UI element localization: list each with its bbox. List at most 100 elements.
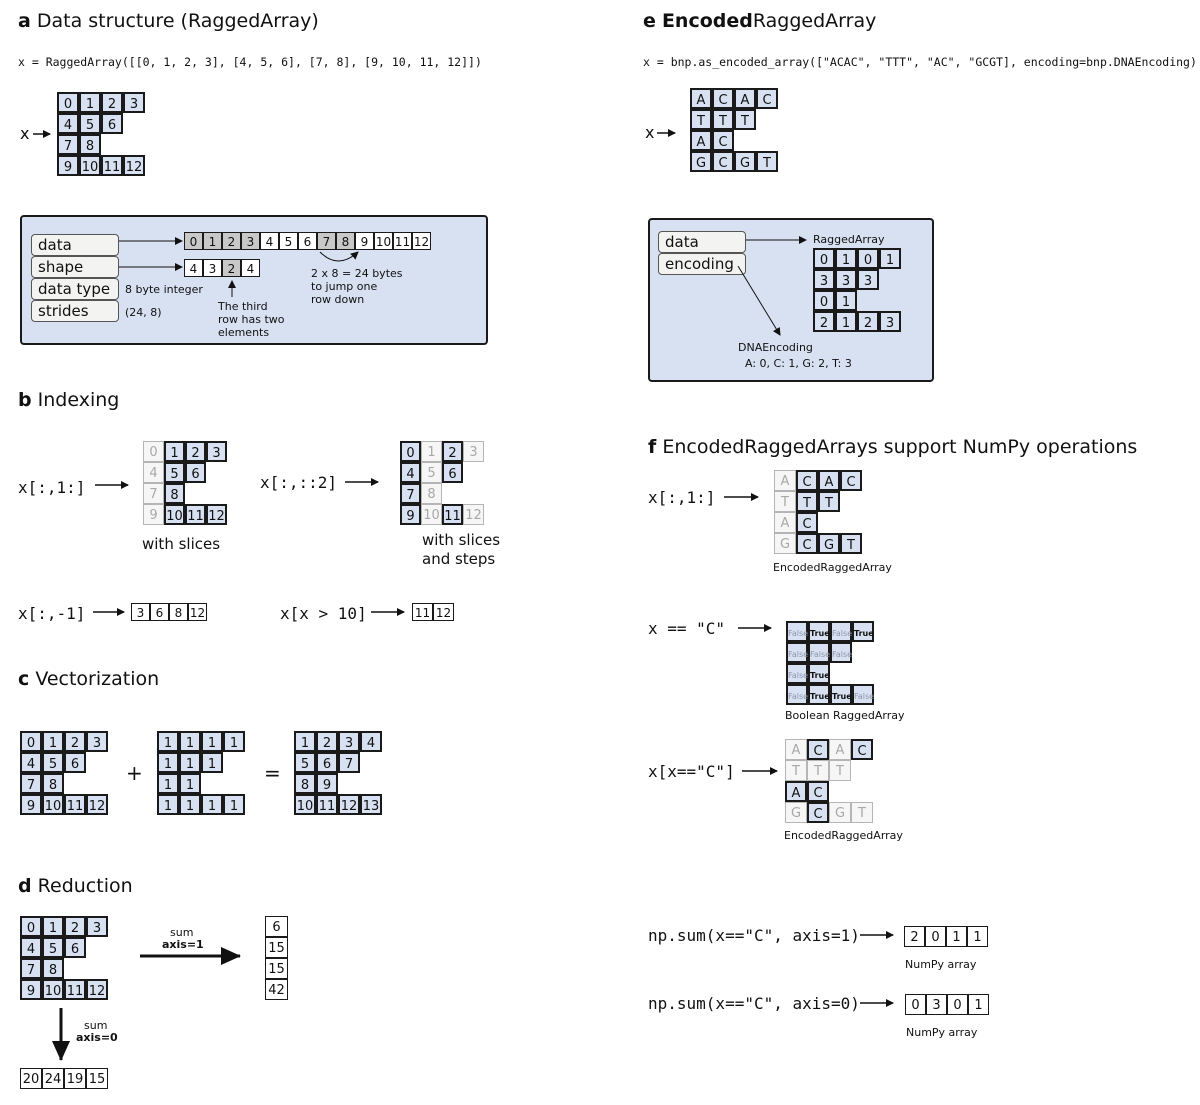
grid-cell: C [796,512,818,533]
sum-label-axis0: sum [84,1019,108,1032]
grid-cell: 3 [123,92,145,113]
grid-cell: A [734,88,756,109]
grid-cell: 12 [188,603,207,621]
grid-cell: 9 [20,794,42,815]
grid-cell: 1 [223,731,245,752]
grid-cell: 15 [265,937,288,958]
grid-cell: 8 [421,483,442,504]
grid-cell: 1 [223,794,245,815]
grid-cell: 8 [294,773,316,794]
grid-cell: 0 [905,994,926,1015]
grid-cell: 1 [179,773,201,794]
grid-cell: 9 [400,504,421,525]
grid-cell: 8 [336,232,355,250]
grid-cell: T [818,491,840,512]
grid-cell: T [829,760,851,781]
grid-cell: 12 [338,794,360,815]
grid-cell: 1 [946,926,967,947]
grid-cell: 12 [206,504,227,525]
grid-cell: 7 [20,773,42,794]
grid-cell: 1 [201,794,223,815]
panel-b-title: b Indexing [18,389,120,411]
grid-cell: 11 [101,155,123,176]
grid-cell: 3 [857,269,879,290]
expr-f2: x == "C" [648,619,726,638]
grid-cell: 4 [20,752,42,773]
grid-cell: 1 [967,926,988,947]
grid-cell: 1 [157,773,179,794]
field-strides: strides [31,300,119,322]
grid-cell: 1 [421,441,442,462]
grid-cell: 0 [57,92,79,113]
grid-cell: True [830,684,852,705]
grid-cell: False [852,684,874,705]
field-shape: shape [31,256,119,278]
grid-cell: 6 [298,232,317,250]
panel-title-text: Data structure (RaggedArray) [36,10,319,32]
grid-cell: 6 [185,462,206,483]
grid-cell: 12 [86,794,108,815]
grid-cell: T [712,109,734,130]
grid-cell: 1 [157,731,179,752]
grid-cell: 0 [184,232,203,250]
grid-cell: 8 [164,483,185,504]
grid-cell: T [734,109,756,130]
grid-cell: False [786,663,808,684]
expr-f1: x[:,1:] [648,488,716,507]
grid-cell: 3 [463,441,484,462]
grid-cell: 2 [813,311,835,332]
grid-cell: 0 [947,994,968,1015]
grid-cell: 5 [164,462,185,483]
grid-cell: A [690,88,712,109]
grid-cell: C [756,88,778,109]
grid-cell: C [712,151,734,172]
grid-cell: 1 [164,441,185,462]
grid-cell: G [690,151,712,172]
grid-cell: 1 [79,92,101,113]
grid-cell: 11 [393,232,412,250]
axis0-label: axis=0 [76,1031,118,1044]
grid-cell: 42 [265,979,288,1000]
grid-cell: 1 [179,731,201,752]
grid-cell: True [808,663,830,684]
grid-cell: 6 [316,752,338,773]
grid-cell: 3 [86,916,108,937]
grid-cell: 2 [222,259,241,277]
grid-cell: C [712,130,734,151]
grid-cell: 7 [317,232,336,250]
expr-last: x[:,-1] [18,604,86,623]
grid-cell: 12 [412,232,431,250]
panel-a-title: a Data structure (RaggedArray) [18,10,319,32]
grid-cell: 9 [316,773,338,794]
grid-cell: G [818,533,840,554]
caption-slices: with slices [142,535,221,553]
grid-cell: G [734,151,756,172]
grid-cell: 1 [968,994,989,1015]
grid-cell: True [808,684,830,705]
grid-cell: 3 [926,994,947,1015]
grid-cell: 6 [64,937,86,958]
grid-cell: T [807,760,829,781]
grid-cell: 12 [463,504,484,525]
grid-cell: 3 [131,603,150,621]
grid-cell: 3 [203,259,222,277]
grid-cell: 19 [64,1068,86,1089]
grid-cell: 12 [433,603,454,621]
grid-cell: 12 [86,979,108,1000]
caption-f2: Boolean RaggedArray [785,709,905,722]
grid-cell: 2 [64,731,86,752]
grid-cell: 5 [279,232,298,250]
grid-cell: T [690,109,712,130]
grid-cell: 10 [374,232,393,250]
grid-cell: 1 [157,752,179,773]
grid-cell: T [756,151,778,172]
grid-cell: False [786,642,808,663]
grid-cell: 2 [222,232,241,250]
grid-cell: 7 [20,958,42,979]
grid-cell: 10 [294,794,316,815]
grid-cell: 6 [265,916,288,937]
x-label-e: x [645,123,655,142]
grid-cell: 10 [42,979,64,1000]
grid-cell: 0 [925,926,946,947]
grid-cell: 1 [835,248,857,269]
